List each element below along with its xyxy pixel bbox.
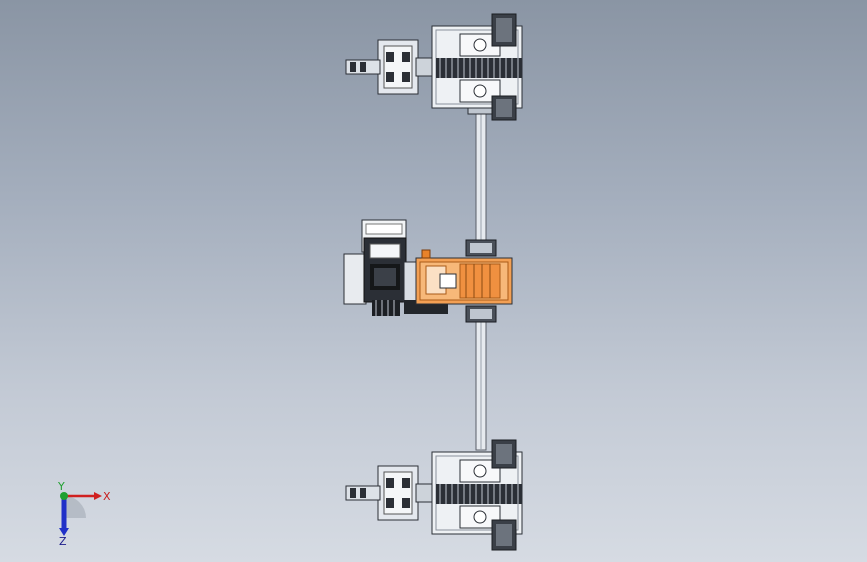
x-axis-arrowhead bbox=[94, 492, 102, 500]
x-axis-label: X bbox=[103, 490, 111, 503]
bottom-wheel-unit[interactable] bbox=[345, 439, 523, 551]
y-axis-label: Y bbox=[57, 480, 65, 493]
orientation-triad: X Y Z bbox=[57, 480, 111, 546]
y-axis-dot bbox=[60, 492, 68, 500]
triad-plane bbox=[64, 496, 86, 518]
z-axis-label: Z bbox=[59, 535, 67, 546]
center-drive-unit[interactable] bbox=[343, 219, 513, 323]
z-axis-arrowhead bbox=[59, 528, 69, 536]
top-wheel-unit[interactable] bbox=[345, 13, 523, 121]
